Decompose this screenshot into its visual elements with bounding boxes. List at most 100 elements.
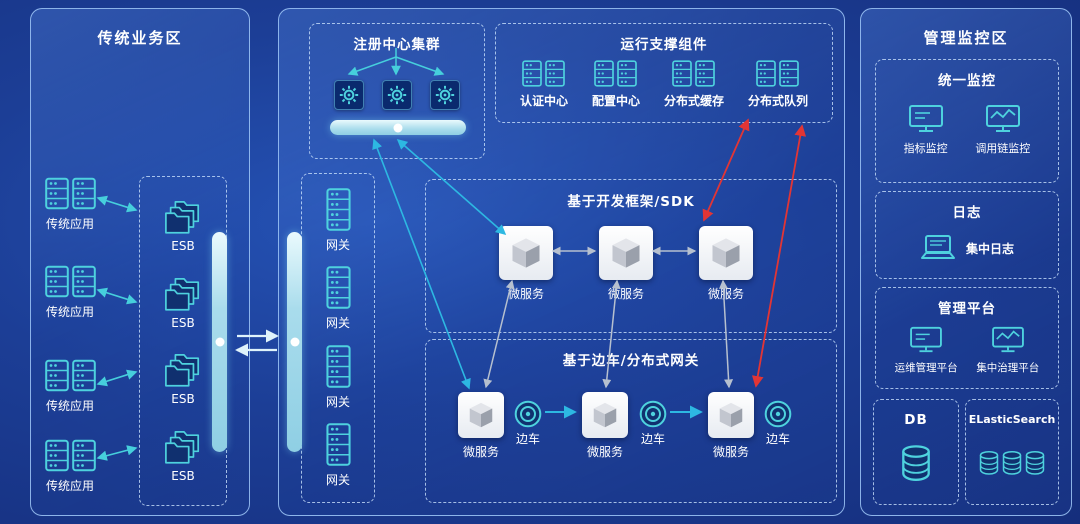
db-box: DB — [873, 399, 959, 505]
bus-dot — [215, 337, 224, 347]
bus-bar-right — [287, 232, 302, 452]
management-items: 运维管理平台 集中治理平台 — [876, 326, 1058, 375]
management-item: 集中治理平台 — [976, 326, 1039, 375]
traditional-app-group: 传统应用 — [33, 265, 107, 320]
server-cluster — [45, 359, 96, 392]
folder-stack-icon — [162, 352, 204, 390]
esb-item: ESB — [162, 276, 204, 330]
esb-item: ESB — [162, 429, 204, 483]
folder-stack-icon — [162, 276, 204, 314]
gateway-group: 网关 网关 网关 网关 — [301, 173, 375, 503]
server-cluster — [594, 60, 637, 87]
server-icon — [45, 359, 69, 392]
sdk-title: 基于开发框架/SDK — [567, 194, 695, 210]
server-icon — [45, 177, 69, 210]
server-icon — [522, 60, 542, 87]
microservice-label: 微服务 — [507, 287, 544, 301]
monitoring-item-label: 调用链监控 — [975, 142, 1031, 155]
gateway-item: 网关 — [326, 188, 351, 253]
microservice-tile — [699, 226, 753, 280]
sidecar: 边车 — [510, 400, 546, 447]
unified-monitoring-box: 统一监控 指标监控 调用链监控 — [875, 59, 1059, 183]
db-icon-wrap — [874, 444, 958, 481]
sidecar-ring-icon — [764, 400, 792, 428]
laptop-icon — [920, 234, 956, 262]
panel-microservice-zone: 注册中心集群 运行支撑组件 — [278, 8, 845, 516]
ops-monitor-icon — [909, 326, 943, 354]
esb-label: ESB — [171, 315, 195, 330]
management-item-label: 运维管理平台 — [894, 362, 958, 374]
monitoring-item: 调用链监控 — [975, 104, 1030, 156]
cube-icon — [608, 235, 644, 271]
microservice-label: 微服务 — [462, 445, 499, 459]
db-title: DB — [904, 412, 928, 428]
bus-dot — [393, 123, 403, 132]
server-cluster — [45, 177, 96, 210]
server-icon — [72, 439, 96, 472]
elasticsearch-title: ELasticSearch — [968, 413, 1056, 426]
gear-icon — [435, 85, 455, 105]
folder-stack-icon — [162, 199, 204, 237]
bus-bar-left — [212, 232, 227, 452]
microservice-tile — [708, 392, 754, 438]
bus-dot — [290, 337, 299, 347]
sidecar-label: 边车 — [640, 432, 665, 446]
gateway-label: 网关 — [325, 237, 350, 252]
traditional-app-group: 传统应用 — [33, 439, 107, 494]
runtime-item: 认证中心 — [520, 60, 568, 109]
registry-node — [334, 80, 364, 110]
microservice-tile — [499, 226, 553, 280]
microservice: 微服务 — [448, 392, 514, 460]
database-icon — [901, 444, 931, 481]
logs-item: 集中日志 — [876, 234, 1058, 262]
server-icon — [72, 265, 96, 298]
runtime-support-box: 运行支撑组件 认证中心 配置中心 — [495, 23, 833, 123]
runtime-item-label: 分布式缓存 — [663, 94, 724, 108]
server-cluster — [45, 439, 96, 472]
traditional-app-group: 传统应用 — [33, 359, 107, 414]
sidecar-ring-icon — [514, 400, 542, 428]
server-icon — [45, 265, 69, 298]
runtime-item: 分布式缓存 — [664, 60, 724, 109]
runtime-item-label: 认证中心 — [519, 94, 568, 108]
cube-icon — [508, 235, 544, 271]
cube-icon — [708, 235, 744, 271]
server-icon — [695, 60, 715, 87]
database-icon — [979, 450, 999, 475]
management-item-label: 集中治理平台 — [976, 362, 1040, 374]
server-cluster — [522, 60, 565, 87]
gateway-label: 网关 — [325, 394, 350, 409]
server-icon — [672, 60, 692, 87]
gateway-label: 网关 — [325, 316, 350, 331]
server-icon — [326, 266, 351, 309]
monitoring-title: 统一监控 — [938, 73, 996, 89]
server-icon — [756, 60, 776, 87]
management-zone-title: 管理监控区 — [923, 29, 1009, 47]
management-title: 管理平台 — [938, 301, 996, 317]
server-cluster — [672, 60, 715, 87]
cube-icon — [590, 400, 620, 430]
runtime-item: 配置中心 — [592, 60, 640, 109]
traditional-zone-title: 传统业务区 — [97, 29, 183, 47]
microservice-label: 微服务 — [707, 287, 744, 301]
sdk-framework-box: 基于开发框架/SDK 微服务 微服务 微服务 — [425, 179, 837, 333]
microservice: 微服务 — [488, 226, 564, 302]
runtime-item-label: 分布式队列 — [747, 94, 808, 108]
server-icon — [72, 177, 96, 210]
esb-label: ESB — [171, 468, 195, 483]
traditional-app-label: 传统应用 — [45, 217, 94, 231]
server-cluster — [756, 60, 799, 87]
server-icon — [545, 60, 565, 87]
sidecar-title: 基于边车/分布式网关 — [562, 353, 700, 369]
runtime-item-label: 配置中心 — [591, 94, 640, 108]
server-icon — [72, 359, 96, 392]
monitoring-items: 指标监控 调用链监控 — [876, 104, 1058, 156]
runtime-items: 认证中心 配置中心 分布式缓存 — [496, 60, 832, 109]
server-icon — [594, 60, 614, 87]
esb-item: ESB — [162, 352, 204, 406]
panel-management-zone: 管理监控区 统一监控 指标监控 调用链监控 日志 集中日志 管 — [860, 8, 1072, 516]
esb-label: ESB — [171, 239, 195, 254]
sidecar-label: 边车 — [515, 432, 540, 446]
logs-item-label: 集中日志 — [965, 241, 1014, 256]
